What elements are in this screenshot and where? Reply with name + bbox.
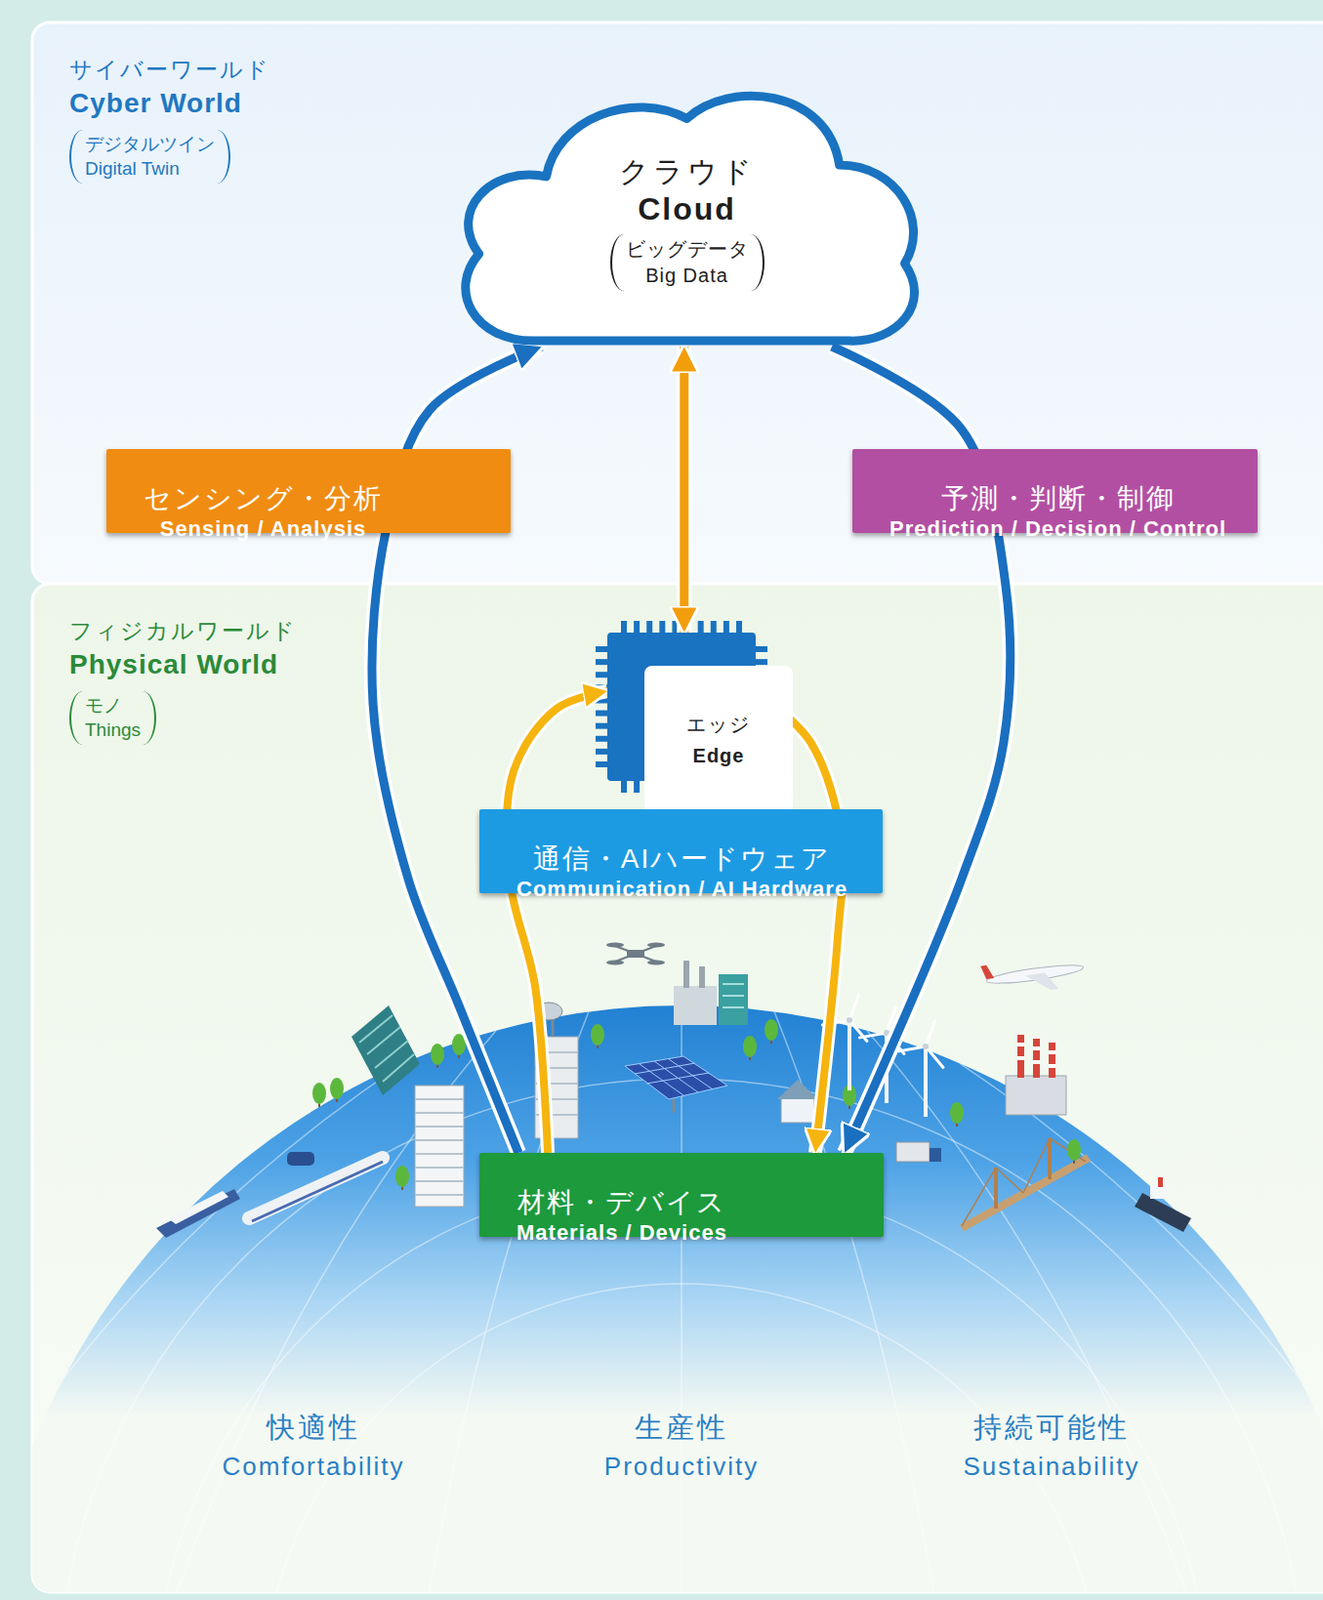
node-text: Prediction / Decision / Control <box>889 515 1227 544</box>
node-text: Materials / Devices <box>516 1219 728 1248</box>
cloud-shape: クラウドCloud ビッグデータBig Data <box>439 76 935 347</box>
node-heading: センシング・分析 <box>143 482 383 516</box>
node-text: Digital Twin <box>84 156 180 182</box>
globe <box>32 1005 1323 1593</box>
value-label: 快適性 <box>266 1408 361 1448</box>
process-box: センシング・分析Sensing / Analysis <box>106 449 511 534</box>
node-text: モノ <box>84 693 123 719</box>
node-heading: クラウド <box>619 153 756 191</box>
cyber-world-band: サイバーワールドCyber World デジタルツインDigital Twin クラ… <box>32 22 1323 584</box>
node-text: Sensing / Analysis <box>160 515 368 544</box>
node-heading: 予測・判断・制御 <box>941 482 1176 516</box>
node-text: ビッグデータ <box>625 236 749 263</box>
value-label: Comfortability <box>222 1451 406 1483</box>
edge-chip: エッジEdge <box>607 632 756 782</box>
label-holder: 快適性 <box>266 1408 361 1448</box>
value-label: 持続可能性 <box>973 1408 1130 1448</box>
globe-grid <box>32 1005 1323 1593</box>
node-text: Physical World <box>69 646 297 684</box>
flow-arrow <box>683 346 685 633</box>
parenthesis-bracket: ビッグデータBig Data <box>610 234 765 291</box>
label-holder: 持続可能性 <box>973 1408 1130 1448</box>
node-heading: 材料・デバイス <box>517 1186 727 1220</box>
value-label: Productivity <box>604 1451 759 1483</box>
process-box: 材料・デバイスMaterials / Devices <box>479 1153 884 1238</box>
node-text: Things <box>84 717 141 744</box>
node-text: Big Data <box>645 262 729 290</box>
node-text: Cyber World <box>69 84 271 123</box>
parenthesis-bracket: デジタルツインDigital Twin <box>69 129 231 184</box>
value-label: Sustainability <box>962 1451 1140 1483</box>
city-illustration <box>156 943 1192 1240</box>
label-holder: Productivity <box>604 1451 759 1483</box>
process-box: 予測・判断・制御Prediction / Decision / Control <box>852 449 1258 534</box>
parenthesis-bracket: モノThings <box>69 691 157 745</box>
value-label: 生産性 <box>634 1408 729 1448</box>
label-holder: Comfortability <box>222 1451 406 1483</box>
label-holder: 生産性 <box>634 1408 729 1448</box>
flow-arrow <box>506 691 608 1154</box>
node-text: Cloud <box>637 189 737 229</box>
node-heading: フィジカルワールド <box>69 617 297 647</box>
process-box: 通信・AIハードウェアCommunication / AI Hardware <box>479 809 883 894</box>
label-holder: Sustainability <box>962 1451 1140 1483</box>
node-heading: 通信・AIハードウェア <box>533 842 831 876</box>
node-heading: エッジ <box>686 708 751 741</box>
node-text: Edge <box>693 740 745 772</box>
node-text: Communication / AI Hardware <box>516 875 848 905</box>
node-text: デジタルツイン <box>84 131 215 158</box>
node-heading: サイバーワールド <box>69 55 271 85</box>
